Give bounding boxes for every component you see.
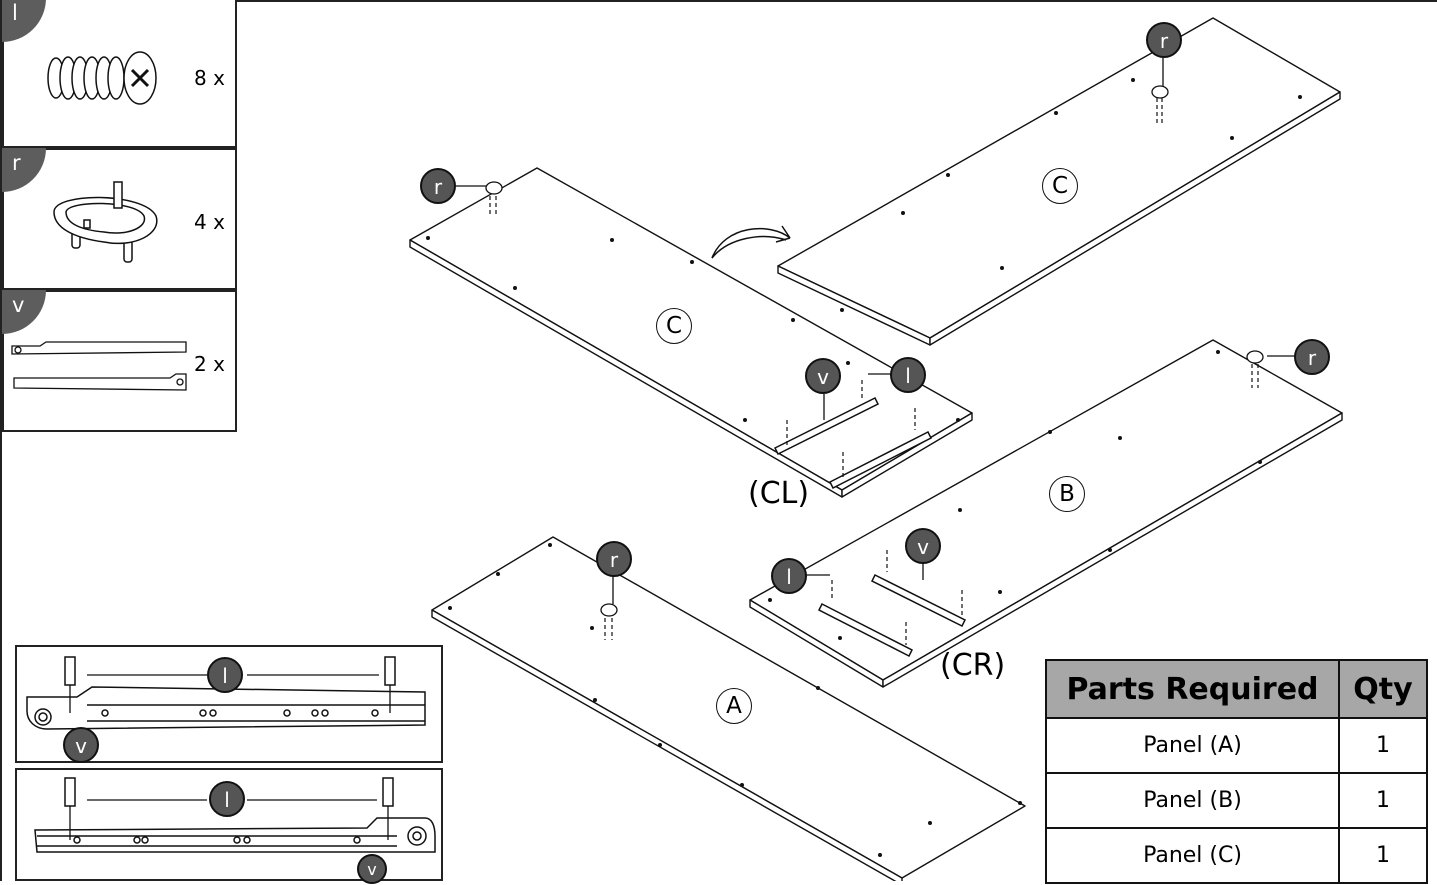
cr-label: (CR) — [940, 648, 1006, 683]
slide-qty: 2 x — [194, 352, 225, 376]
cam-lock-2 — [485, 181, 503, 195]
part-name: Panel (A) — [1045, 717, 1340, 774]
part-name: Panel (B) — [1045, 772, 1340, 829]
hardware-slide-box: v 2 x — [2, 290, 237, 432]
parts-header: Parts Required — [1045, 659, 1340, 719]
panel-c-lower-label: C — [656, 308, 692, 344]
qty-header: Qty — [1338, 659, 1428, 719]
hardware-letter-badge: l — [2, 0, 46, 42]
table-header-row: Parts Required Qty — [1045, 659, 1428, 719]
callout-r: r — [1294, 339, 1330, 375]
table-row: Panel (B) 1 — [1045, 772, 1428, 829]
part-qty: 1 — [1338, 772, 1428, 829]
part-qty: 1 — [1338, 827, 1428, 884]
cam-lock-icon — [53, 181, 158, 263]
callout-r: r — [596, 541, 632, 577]
slide-detail-right: l v — [15, 768, 443, 884]
drawer-slide-icon — [11, 341, 187, 391]
slide-cr-2 — [870, 573, 967, 628]
slide-detail-left: l v — [15, 645, 443, 763]
hardware-letter-badge: r — [2, 148, 46, 192]
slide-screw-detail-icon — [34, 777, 436, 853]
callout-l: l — [890, 357, 926, 393]
panel-b-label: B — [1049, 476, 1085, 512]
cam-lock-4 — [600, 603, 618, 617]
hardware-screw-box: l 8 x — [2, 0, 237, 148]
callout-l: l — [207, 657, 243, 693]
parts-required-table: Parts Required Qty Panel (A) 1 Panel (B)… — [1045, 659, 1428, 884]
cam-lock-3 — [1246, 350, 1264, 364]
panel-c-upper-label: C — [1042, 168, 1078, 204]
callout-v: v — [905, 528, 941, 564]
callout-v: v — [63, 727, 99, 763]
table-row: Panel (A) 1 — [1045, 717, 1428, 774]
slide-screw-detail-icon — [26, 656, 426, 730]
callout-l: l — [209, 781, 245, 817]
hardware-cam-box: r 4 x — [2, 148, 237, 290]
slide-cl-1 — [773, 396, 880, 456]
panel-b — [749, 339, 1343, 688]
callout-v: v — [805, 358, 841, 394]
part-qty: 1 — [1338, 717, 1428, 774]
callout-l: l — [771, 558, 807, 594]
part-name: Panel (C) — [1045, 827, 1340, 884]
panel-a-label: A — [716, 688, 752, 724]
hardware-letter-badge: v — [2, 290, 46, 334]
cam-lock-qty: 4 x — [194, 210, 225, 234]
slide-cl-2 — [828, 430, 933, 490]
table-row: Panel (C) 1 — [1045, 827, 1428, 884]
cam-lock-1 — [1151, 85, 1169, 99]
screw-qty: 8 x — [194, 66, 225, 90]
callout-v: v — [357, 854, 387, 884]
callout-r: r — [420, 168, 456, 204]
callout-r: r — [1146, 22, 1182, 58]
flip-arrow-icon — [711, 225, 791, 259]
slide-cr-1 — [817, 602, 914, 658]
screw-icon — [47, 51, 157, 105]
cl-label: (CL) — [748, 476, 810, 511]
